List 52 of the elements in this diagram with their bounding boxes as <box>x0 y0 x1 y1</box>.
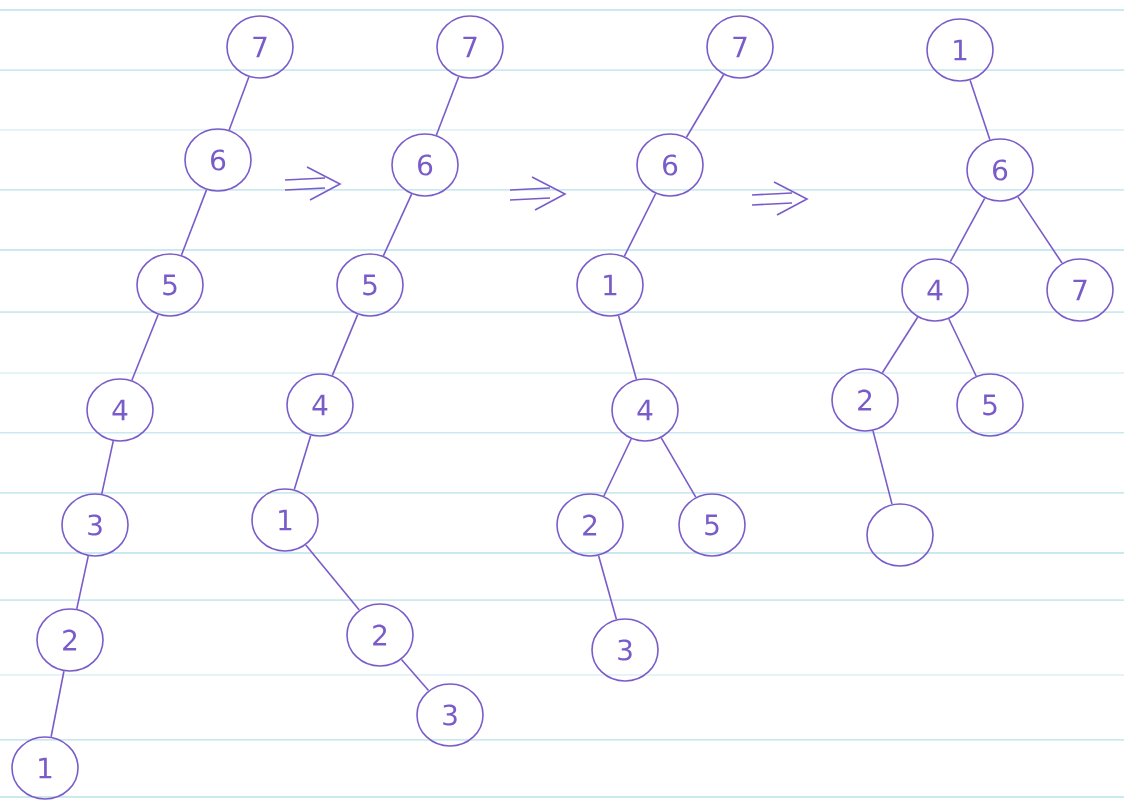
tree-node: 4 <box>86 378 154 442</box>
tree-node: 7 <box>1046 258 1114 322</box>
tree-node: 5 <box>136 253 204 317</box>
tree-edge <box>382 193 413 257</box>
tree-node: 5 <box>336 253 404 317</box>
tree-edge <box>881 316 919 374</box>
tree-node: 3 <box>591 618 659 682</box>
tree-node: 7 <box>436 15 504 79</box>
tree-edge <box>603 438 632 497</box>
tree-edge <box>872 430 893 505</box>
tree-node: 3 <box>61 493 129 557</box>
tree-edge <box>660 437 697 498</box>
tree-edge <box>949 197 986 263</box>
tree-edge <box>400 658 430 692</box>
tree-node <box>866 503 934 567</box>
tree-edge <box>101 440 115 495</box>
tree-edge <box>304 544 361 611</box>
tree-edge <box>623 192 657 258</box>
tree-edge <box>331 313 359 377</box>
tree-edge <box>76 555 90 610</box>
tree-node: 3 <box>416 683 484 747</box>
tree-edge <box>293 434 312 491</box>
tree-node: 2 <box>36 608 104 672</box>
tree-edge <box>685 73 725 139</box>
tree-node: 6 <box>391 133 459 197</box>
tree-node: 5 <box>678 493 746 557</box>
tree-node: 4 <box>611 378 679 442</box>
tree-edge <box>969 79 991 141</box>
tree-edge <box>617 314 638 381</box>
tree-edge <box>1017 196 1063 264</box>
tree-node: 6 <box>966 138 1034 202</box>
tree-node: 4 <box>901 258 969 322</box>
tree-node: 7 <box>706 15 774 79</box>
tree-edge <box>180 189 208 256</box>
tree-edge <box>597 554 618 621</box>
tree-node: 1 <box>251 488 319 552</box>
tree-edge <box>948 318 977 377</box>
tree-node: 6 <box>184 128 252 192</box>
tree-edge <box>50 670 65 738</box>
tree-node: 1 <box>926 18 994 82</box>
tree-node: 1 <box>11 736 79 800</box>
tree-node: 6 <box>636 133 704 197</box>
tree-node: 2 <box>831 368 899 432</box>
tree-edge <box>131 313 159 382</box>
tree-node: 1 <box>576 253 644 317</box>
tree-node: 2 <box>346 603 414 667</box>
tree-node: 2 <box>556 493 624 557</box>
tree-node: 7 <box>226 15 294 79</box>
tree-node: 4 <box>286 373 354 437</box>
tree-edge <box>435 76 460 136</box>
tree-edge <box>228 76 250 131</box>
tree-node: 5 <box>956 373 1024 437</box>
